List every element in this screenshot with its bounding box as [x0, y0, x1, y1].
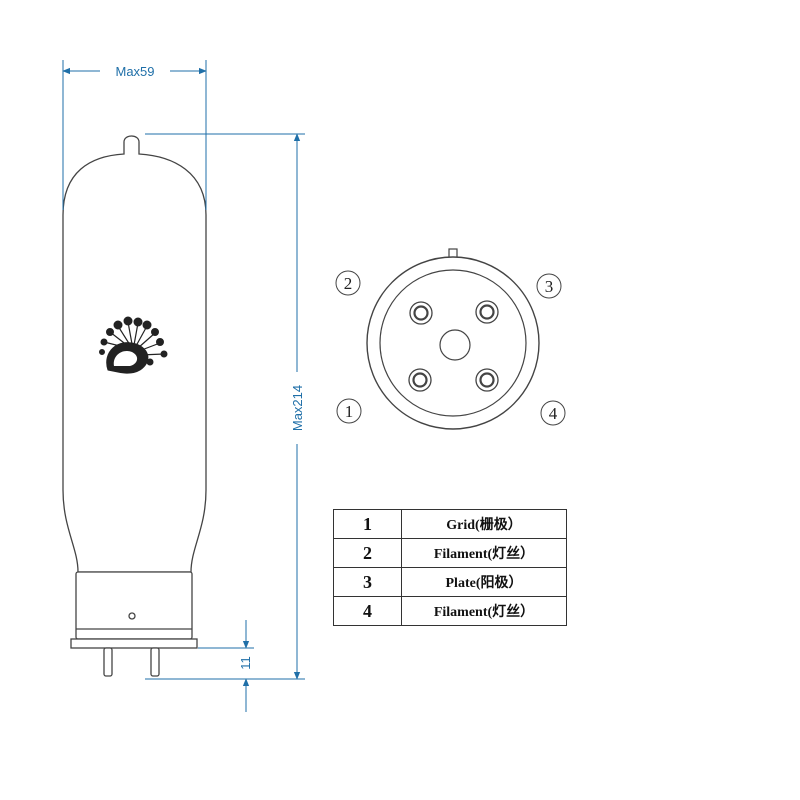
table-row: 4 Filament(灯丝） [333, 596, 567, 626]
table-row: 1 Grid(栅极） [333, 509, 567, 539]
pin-function-cell: Filament(灯丝） [401, 596, 567, 626]
socket-pins [408, 300, 499, 392]
socket-pin-3 [475, 300, 499, 324]
pin-length-dimension-label: 11 [238, 656, 253, 670]
pin-left [103, 647, 113, 677]
pin-function-cell: Grid(栅极） [401, 509, 567, 539]
pin-marker-1: 1 [345, 402, 354, 421]
pin-marker-3: 3 [545, 277, 554, 296]
height-dimension-label: Max214 [290, 385, 305, 431]
base-bottom [70, 638, 198, 649]
pin-marker-4: 4 [549, 404, 558, 423]
table-row: 2 Filament(灯丝） [333, 538, 567, 568]
peacock-logo-icon [99, 316, 168, 374]
pin-function-cell: Filament(灯丝） [401, 538, 567, 568]
pin-function-table: 1 Grid(栅极） 2 Filament(灯丝） 3 Plate(阳极） 4 … [333, 509, 567, 626]
pin-right [150, 647, 160, 677]
tube-base-view [366, 248, 540, 430]
pin-number-cell: 4 [333, 596, 402, 626]
socket-pin-4 [475, 368, 499, 392]
socket-pin-1 [408, 368, 432, 392]
pin-marker-2: 2 [344, 274, 353, 293]
center-hole [439, 329, 471, 361]
socket-pin-2 [409, 301, 433, 325]
pin-number-cell: 3 [333, 567, 402, 597]
pin-number-cell: 1 [333, 509, 402, 539]
width-dimension-label: Max59 [115, 64, 154, 79]
table-row: 3 Plate(阳极） [333, 567, 567, 597]
pin-number-cell: 2 [333, 538, 402, 568]
pin-function-cell: Plate(阳极） [401, 567, 567, 597]
dimension-lines [62, 60, 305, 712]
pin-number-markers: 2 3 1 4 [335, 270, 566, 426]
base-hole [128, 612, 136, 620]
tube-side-view [62, 135, 207, 677]
